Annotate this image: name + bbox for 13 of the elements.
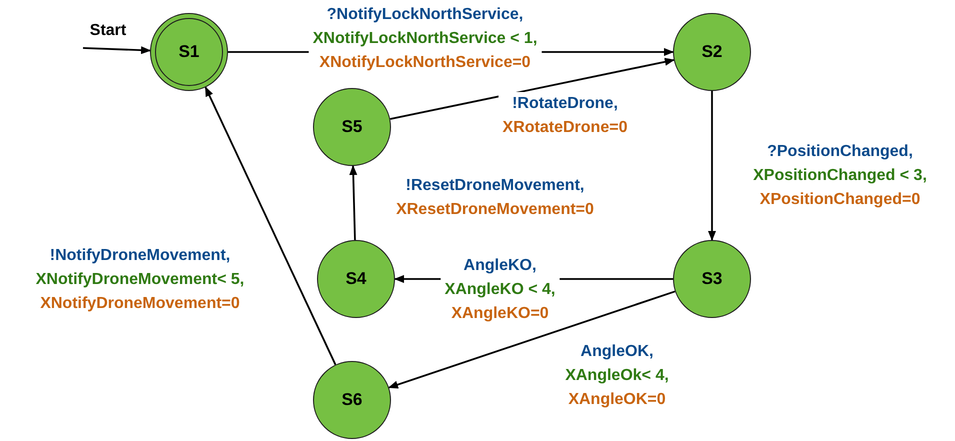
- arrow: [390, 58, 675, 120]
- state-name: S3: [702, 268, 722, 290]
- arrow: [708, 91, 716, 241]
- state-name: S4: [346, 268, 366, 290]
- arrow: [388, 290, 676, 388]
- arrow: [349, 164, 358, 240]
- state-name: S5: [342, 116, 362, 138]
- arrow: [204, 86, 336, 366]
- arrow: [82, 46, 152, 54]
- state-name: S1: [178, 41, 200, 64]
- state-name: S6: [342, 389, 362, 412]
- start-label: Start: [90, 21, 126, 41]
- state-name: S2: [702, 41, 722, 64]
